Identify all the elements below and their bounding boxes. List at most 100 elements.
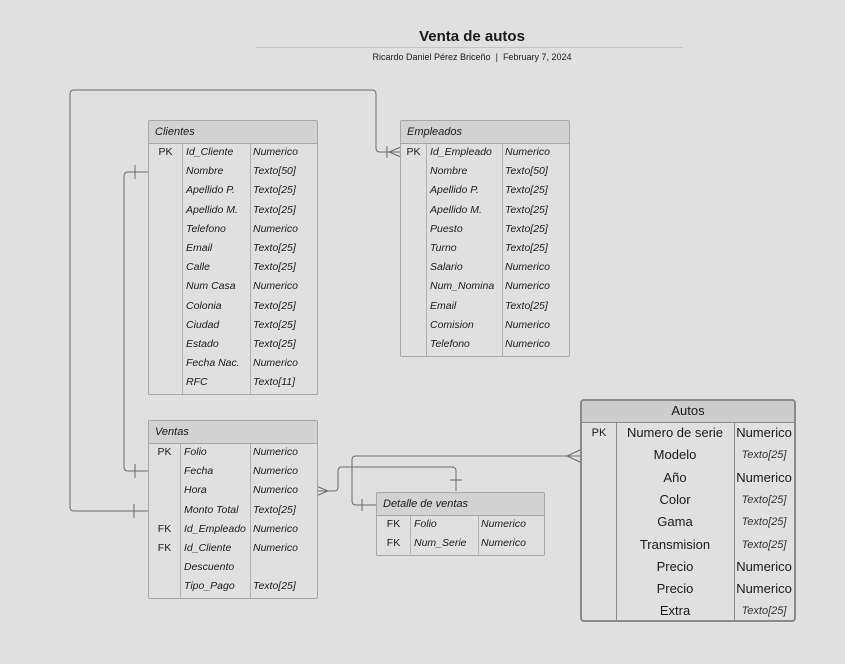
field-type: Texto[25] [741, 538, 787, 551]
link-detalle-ventas-crow [315, 485, 330, 497]
field-name: Numero de serie [626, 425, 724, 440]
field-name: Folio [184, 446, 207, 458]
field-type: Texto[25] [253, 580, 296, 593]
field-name: Gama [657, 514, 693, 530]
field-type: Texto[25] [253, 503, 296, 516]
author-name: Ricardo Daniel Pérez Briceño [372, 52, 491, 62]
field-name: RFC [186, 376, 208, 389]
field-name: Precio [656, 558, 694, 574]
entity-clientes-title: Clientes [149, 121, 317, 144]
field-name: Num_Nomina [430, 280, 495, 293]
field-name: Id_Cliente [184, 542, 232, 554]
entity-detalle-title: Detalle de ventas [377, 493, 544, 516]
empleados-row: Telefono Numerico [401, 336, 569, 355]
title-divider [256, 47, 683, 48]
field-type: Texto[25] [505, 299, 548, 312]
key-marker: FK [386, 537, 401, 550]
field-type: Numerico [736, 469, 792, 485]
field-name: Extra [659, 603, 691, 619]
field-name: Num Casa [186, 280, 236, 293]
key-marker: FK [386, 518, 401, 530]
field-name: Apellido M. [186, 203, 238, 216]
field-type: Texto[25] [741, 493, 787, 506]
field-type: Texto[25] [253, 261, 296, 274]
clientes-row: Apellido P.Texto[25] [149, 182, 317, 201]
field-name: Num_Serie [414, 537, 467, 550]
link-ventas-empleados [69, 89, 401, 512]
clientes-row: Estado Texto[25] [149, 336, 317, 355]
field-name: Folio [414, 518, 437, 530]
diagram-date: February 7, 2024 [502, 52, 572, 62]
field-type: Texto[25] [253, 299, 296, 312]
field-name: Salario [430, 261, 463, 274]
field-name: Nombre [430, 165, 468, 178]
field-type: Numerico [505, 338, 550, 350]
empleados-row: Apellido P.Texto[25] [401, 182, 569, 201]
field-type: Numerico [736, 581, 792, 597]
key-marker: PK [406, 146, 421, 158]
entity-ventas-title: Ventas [149, 421, 317, 444]
field-name: Estado [186, 338, 219, 350]
empleados-row: PK Id_Empleado Numerico [401, 144, 569, 163]
field-type: Numerico [253, 357, 298, 370]
field-type: Texto[25] [253, 338, 296, 350]
field-name: Colonia [186, 299, 222, 312]
link-detalle-ventas [316, 466, 457, 492]
field-type: Texto[25] [741, 449, 787, 462]
field-name: Email [186, 242, 213, 254]
field-name: Color [659, 491, 691, 507]
autos-row: Año Numerico [582, 468, 794, 490]
field-type: Numerico [253, 542, 298, 554]
key-marker: PK [591, 427, 607, 439]
field-name: Año [663, 469, 687, 485]
link-detalle-autos-crow [565, 449, 581, 463]
field-name: Apellido P. [430, 184, 479, 197]
field-type: Numerico [505, 146, 550, 158]
field-type: Texto[25] [741, 516, 787, 529]
autos-row: Color Texto[25] [582, 490, 794, 512]
field-type: Numerico [253, 465, 298, 478]
field-type: Texto[25] [505, 242, 548, 254]
link-ventas-clientes [123, 171, 148, 472]
field-name: Ciudad [186, 318, 220, 331]
key-marker: FK [157, 522, 172, 535]
field-type: Numerico [253, 146, 298, 158]
field-name: Transmision [639, 536, 711, 552]
field-name: Comision [430, 318, 474, 331]
field-type: Numerico [253, 280, 298, 293]
field-name: Fecha Nac. [186, 357, 240, 370]
field-type: Texto[25] [505, 222, 548, 235]
field-name: Id_Empleado [184, 522, 246, 535]
field-name: Descuento [184, 561, 235, 574]
field-name: Telefono [430, 338, 470, 350]
subtitle-separator: | [495, 52, 498, 62]
clientes-row: Fecha Nac. Numerico [149, 355, 317, 374]
field-type: Numerico [505, 318, 550, 331]
field-name: Id_Empleado [430, 146, 492, 158]
field-name: Tipo_Pago [184, 580, 235, 593]
field-type: Texto[25] [253, 184, 296, 197]
